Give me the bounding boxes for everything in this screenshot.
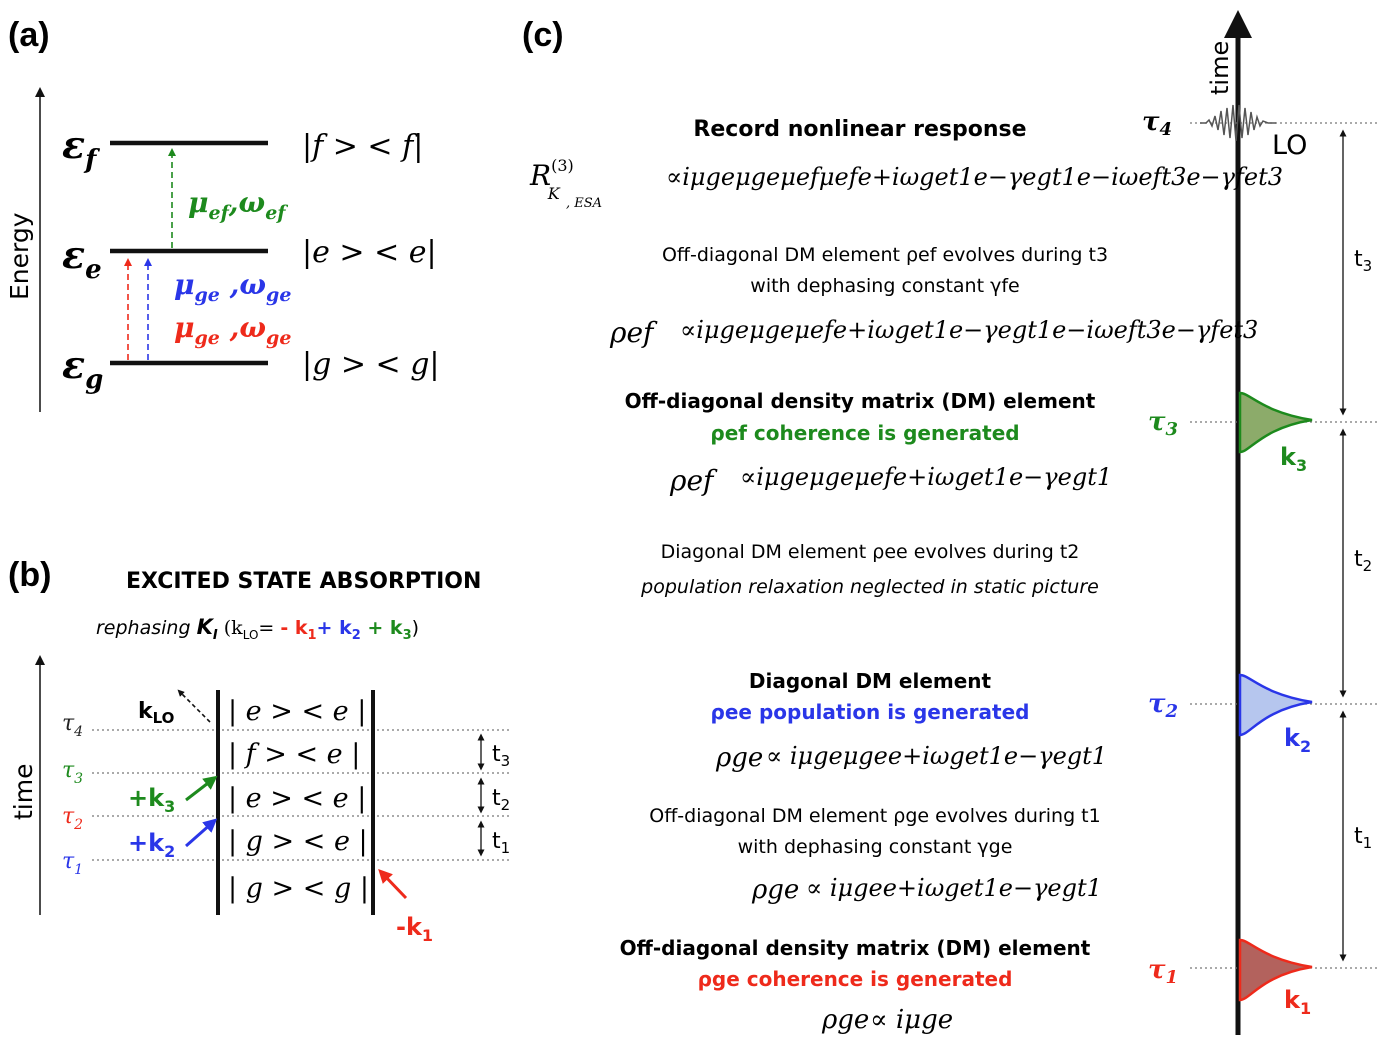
step1-lhs-sub-esa: , ESA [566, 196, 602, 211]
k3-label-b: +k3 [128, 784, 175, 816]
step5-lhs: ρge [715, 743, 763, 773]
tau1-label-b: τ1 [62, 849, 83, 878]
panel-c-label: (c) [522, 16, 564, 54]
step5-subheading: ρee population is generated [711, 700, 1030, 724]
pulse-k1 [1238, 938, 1313, 1002]
k-lo-arrow [177, 689, 211, 723]
step1-lhs: R(3)K [529, 156, 574, 203]
pulse-k2 [1238, 673, 1313, 737]
step3-subheading: ρef coherence is generated [710, 421, 1019, 445]
step5-heading: Diagonal DM element [749, 669, 992, 693]
transition-ge-red-label: μge ,ωge [174, 311, 291, 349]
t1-label-c: t1 [1354, 824, 1372, 852]
epsilon-f-symbol: εf [62, 122, 100, 175]
time-axis-c-label: time [1206, 41, 1234, 95]
step6-line1: Off-diagonal DM element ρge evolves duri… [649, 805, 1100, 827]
k1-label-b: -k1 [396, 913, 433, 945]
panel-b-title: EXCITED STATE ABSORPTION [126, 569, 481, 594]
ket-e: |e > < e| [302, 235, 437, 270]
step1-heading: Record nonlinear response [693, 117, 1026, 142]
ket-f: |f > < f| [302, 129, 423, 164]
lo-label: LO [1272, 130, 1307, 161]
energy-axis-label: Energy [5, 212, 34, 300]
time-axis-b-label: time [9, 764, 38, 820]
ket-g: |g > < g| [302, 347, 440, 382]
epsilon-g-symbol: εg [62, 342, 103, 395]
step4-line1: Diagonal DM element ρee evolves during t… [661, 541, 1080, 563]
feynman-state-0: | g > < g | [228, 873, 369, 904]
step3-lhs: ρef [669, 464, 718, 497]
pulse-k3 [1238, 391, 1313, 454]
tau3-label-c: τ3 [1148, 407, 1178, 440]
t3-label-b: t3 [492, 742, 510, 770]
k1-arrow-b [378, 868, 408, 900]
tau2-label-c: τ2 [1148, 689, 1178, 722]
panel-b-label: (b) [8, 556, 51, 594]
panel-b-subtitle: rephasing KI (kLO= - k1+ k2 + k3) [96, 615, 419, 643]
tau4-label-b: τ4 [62, 711, 83, 740]
step3-heading: Off-diagonal density matrix (DM) element [625, 389, 1096, 413]
k2-arrow-b [185, 818, 218, 848]
pulse-k1-label: k1 [1284, 986, 1311, 1018]
step7-heading: Off-diagonal density matrix (DM) element [620, 936, 1091, 960]
feynman-state-1: | g > < e | [228, 826, 368, 857]
pulse-k2-label: k2 [1284, 724, 1311, 756]
k2-label-b: +k2 [128, 829, 175, 861]
pulse-k3-label: k3 [1280, 443, 1307, 475]
transition-ef-label: μef,ωef [188, 186, 288, 224]
lo-wavelet [1200, 104, 1276, 142]
step2-line1: Off-diagonal DM element ρef evolves duri… [662, 244, 1108, 266]
step1-rhs: ∝iμgeμgeμefμefe+iωget1e−γegt1e−iωeft3e−γ… [666, 163, 1283, 191]
step5-rhs: ∝ iμgeμgee+iωget1e−γegt1 [766, 742, 1107, 770]
k-lo-label: kLO [138, 699, 174, 727]
t2-label-b: t2 [492, 786, 510, 814]
step2-lhs: ρef [609, 316, 658, 349]
feynman-state-2: | e > < e | [228, 783, 366, 814]
t2-label-c: t2 [1354, 547, 1372, 575]
tau3-label-b: τ3 [62, 758, 83, 787]
step6-line2: with dephasing constant γge [738, 836, 1013, 858]
step2-rhs: ∝iμgeμgeμefe+iωget1e−γegt1e−iωeft3e−γfet… [680, 316, 1258, 344]
t1-label-b: t1 [492, 829, 510, 857]
tau1-label-c: τ1 [1148, 955, 1178, 988]
panel-a-label: (a) [8, 16, 50, 54]
step6-lhs: ρge [751, 875, 799, 905]
step7-rhs: ∝ iμge [870, 1005, 953, 1035]
feynman-state-4: | e > < e | [228, 696, 366, 727]
step7-lhs: ρge [821, 1005, 869, 1035]
k3-arrow-b [185, 775, 218, 802]
feynman-state-3: | f > < e | [228, 739, 360, 770]
step7-subheading: ρge coherence is generated [698, 967, 1013, 991]
epsilon-e-symbol: εe [62, 232, 102, 285]
step4-line2: population relaxation neglected in stati… [640, 576, 1099, 598]
step3-rhs: ∝iμgeμgeμefe+iωget1e−γegt1 [740, 463, 1112, 491]
transition-ge-blue-label: μge ,ωge [174, 268, 291, 306]
step2-line2: with dephasing constant γfe [750, 275, 1019, 297]
tau2-label-b: τ2 [62, 804, 83, 833]
t3-label-c: t3 [1354, 247, 1372, 275]
tau4-label-c: τ4 [1142, 107, 1172, 140]
step6-rhs: ∝ iμgee+iωget1e−γegt1 [806, 874, 1102, 902]
